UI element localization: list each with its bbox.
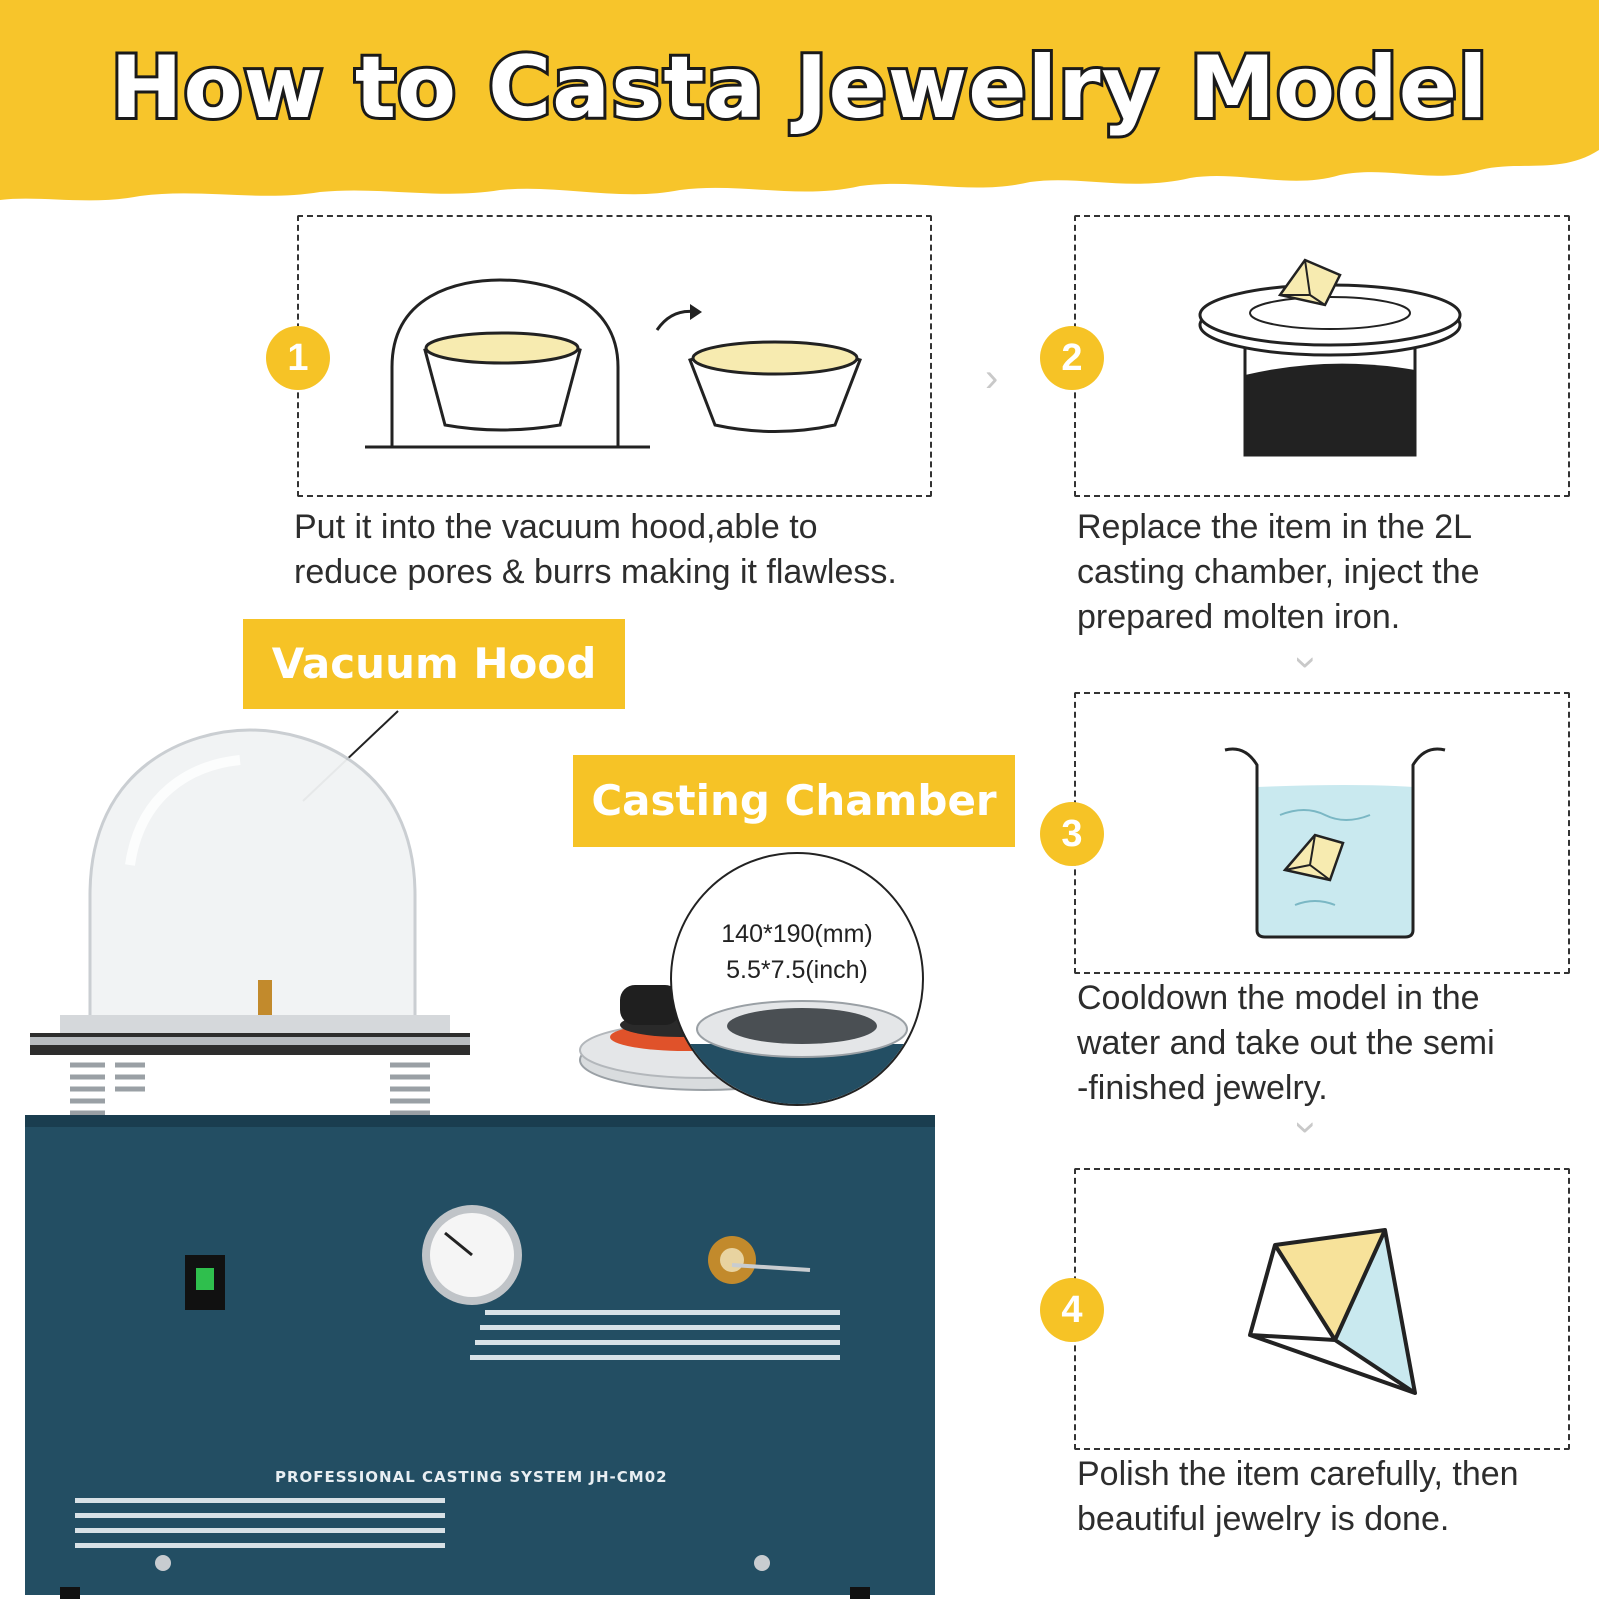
spec-inch: 5.5*7.5(inch)	[726, 956, 868, 984]
step-4-text: Polish the item carefully, then beautifu…	[1077, 1455, 1519, 1538]
casting-cup-icon	[1198, 258, 1462, 457]
vacuum-hood-label: Vacuum Hood	[243, 619, 625, 709]
step-1-badge: 1	[266, 326, 330, 390]
step-3-text: Cooldown the model in the water and take…	[1077, 979, 1495, 1107]
bowl-icon	[688, 340, 862, 433]
chevron-down-icon-2: ›	[1285, 1120, 1330, 1135]
step-4-badge: 4	[1040, 1278, 1104, 1342]
step-3-badge: 3	[1040, 802, 1104, 866]
water-beaker-icon	[1224, 747, 1446, 939]
chevron-down-icon: ›	[1285, 655, 1330, 670]
page-title: How to Casta Jewelry Model	[107, 35, 1490, 141]
chevron-right-icon: ›	[985, 356, 999, 400]
step-2-text: Replace the item in the 2L casting chamb…	[1077, 508, 1480, 636]
step-2-badge: 2	[1040, 326, 1104, 390]
spec-mm: 140*190(mm)	[721, 920, 873, 948]
model-label: PROFESSIONAL CASTING SYSTEM JH-CM02	[275, 1468, 668, 1486]
chamber-detail-icon	[672, 1000, 922, 1104]
casting-machine	[25, 728, 935, 1599]
diamond-icon	[1248, 1228, 1417, 1395]
step-1-text: Put it into the vacuum hood,able to redu…	[294, 508, 897, 591]
bell-jar-icon	[365, 278, 650, 449]
chamber-size-callout: 140*190(mm) 5.5*7.5(inch)	[670, 852, 924, 1106]
title-banner	[0, 0, 1599, 201]
casting-chamber-label: Casting Chamber	[573, 755, 1015, 847]
arrow-icon	[655, 304, 702, 331]
